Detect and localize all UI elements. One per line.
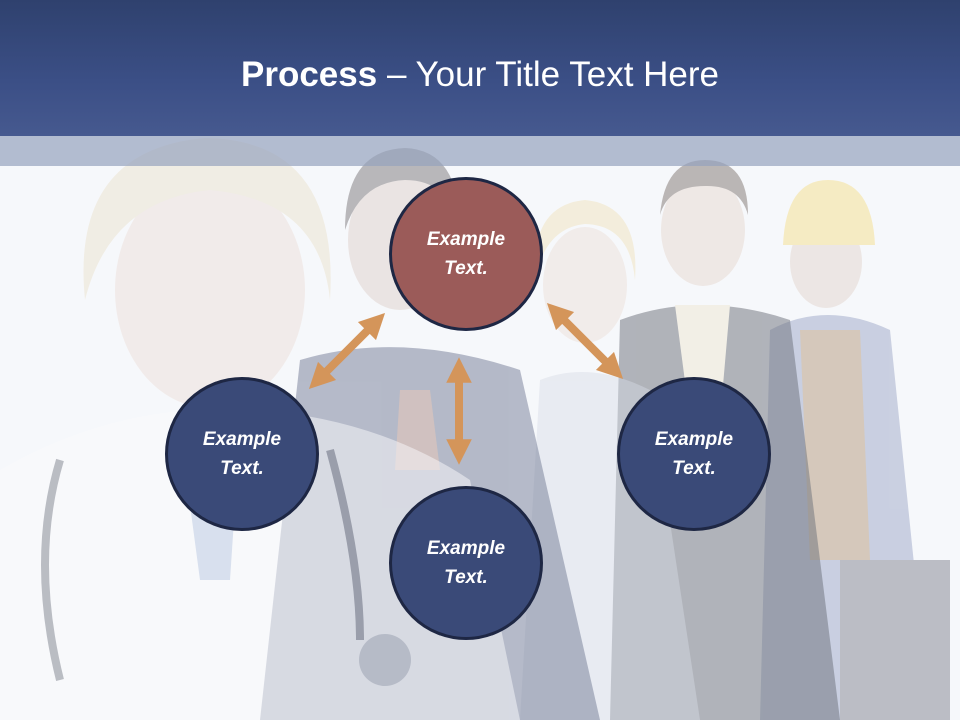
process-node-bottom[interactable]: Example Text. bbox=[389, 486, 543, 640]
process-node-top[interactable]: Example Text. bbox=[389, 177, 543, 331]
node-bottom-text: Example Text. bbox=[426, 538, 506, 588]
title-bold: Process bbox=[241, 55, 378, 94]
slide-title: Process – Your Title Text Here bbox=[0, 54, 960, 96]
node-left-text: Example Text. bbox=[202, 429, 282, 479]
title-band bbox=[0, 0, 960, 136]
process-node-left[interactable]: Example Text. bbox=[165, 377, 319, 531]
node-right-text: Example Text. bbox=[654, 429, 734, 479]
arrow-top-left bbox=[308, 312, 386, 390]
node-top-text: Example Text. bbox=[426, 229, 506, 279]
arrow-top-right bbox=[546, 302, 624, 380]
process-node-right[interactable]: Example Text. bbox=[617, 377, 771, 531]
title-rest: – Your Title Text Here bbox=[377, 55, 719, 94]
title-sub-band bbox=[0, 136, 960, 166]
